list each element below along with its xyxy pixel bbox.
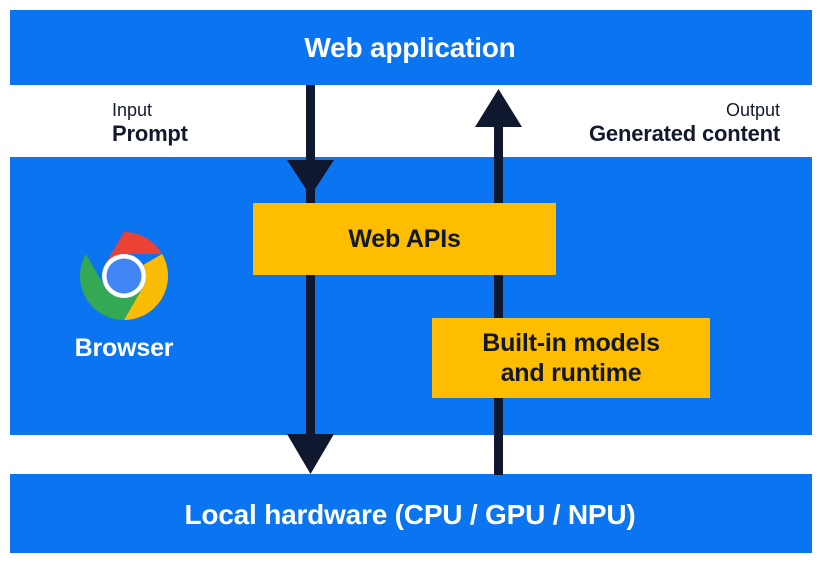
web-application-title: Web application <box>304 32 516 63</box>
flow-input-value: Prompt <box>112 121 188 147</box>
web-apis-box[interactable]: Web APIs <box>253 203 556 275</box>
flow-output-value: Generated content <box>589 121 780 147</box>
browser-label: Browser <box>74 334 174 362</box>
builtin-models-box[interactable]: Built-in models and runtime <box>432 318 710 398</box>
flow-label-output: Output Generated content <box>589 100 780 147</box>
builtin-models-label: Built-in models and runtime <box>482 328 660 389</box>
builtin-models-label-line1: Built-in models <box>482 328 660 357</box>
web-apis-label: Web APIs <box>348 224 461 253</box>
local-hardware-title: Local hardware (CPU / GPU / NPU) <box>184 499 636 530</box>
flow-output-kind: Output <box>725 100 780 120</box>
flow-input-kind: Input <box>112 100 153 120</box>
chrome-logo-icon <box>80 232 168 320</box>
browser-group: Browser <box>60 232 188 363</box>
web-application-band <box>10 10 812 85</box>
flow-label-input: Input Prompt <box>112 100 188 147</box>
builtin-models-label-line2: and runtime <box>500 359 642 387</box>
local-hardware-band <box>10 474 812 553</box>
